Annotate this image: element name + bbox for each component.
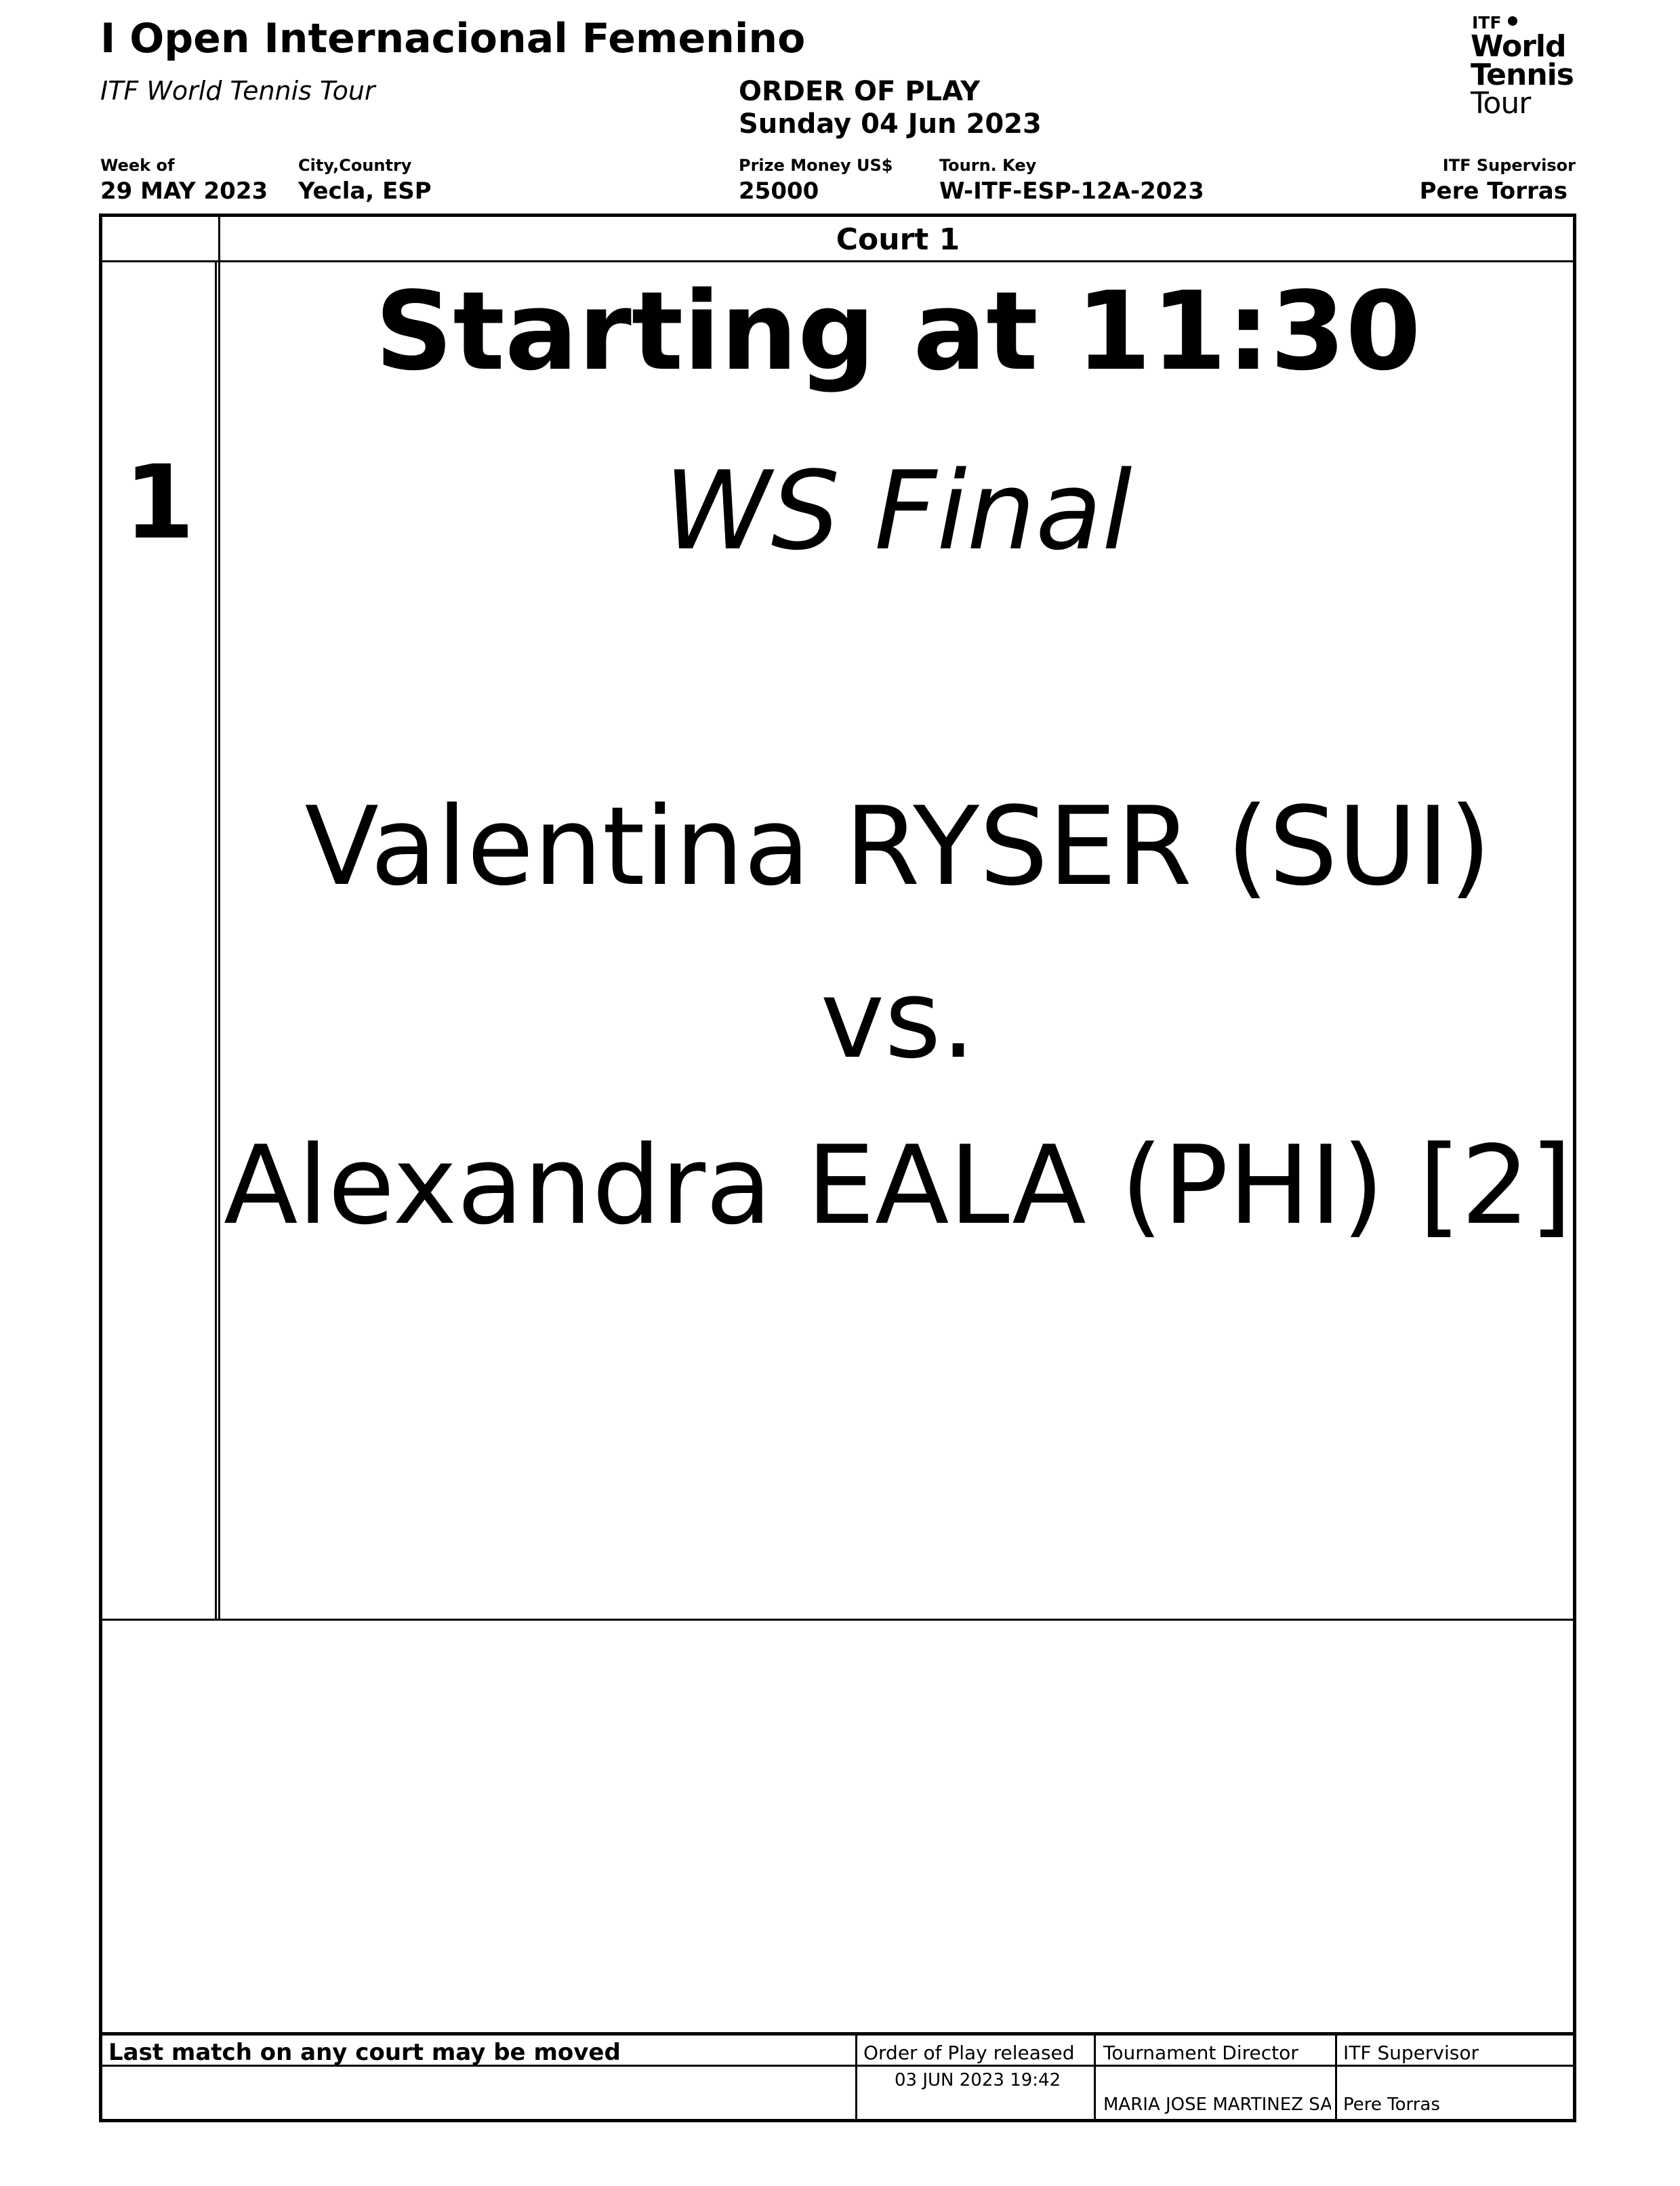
logo-line-3: Tour xyxy=(1471,86,1531,121)
tournament-title: I Open Internacional Femenino xyxy=(100,15,806,62)
logo-line-1: World xyxy=(1471,29,1566,64)
itf-supervisor-label: ITF Supervisor xyxy=(1343,2042,1479,2064)
tournament-director-value: MARIA JOSE MARTINEZ SANCHEZ xyxy=(1103,2094,1331,2115)
tourn-key-label: Tourn. Key xyxy=(939,156,1037,175)
footer-col-divider-3 xyxy=(1335,2032,1337,2122)
prize-label: Prize Money US$ xyxy=(739,156,893,175)
start-time: Starting at 11:30 xyxy=(375,268,1421,394)
order-of-play-date: Sunday 04 Jun 2023 xyxy=(739,108,1042,140)
match-slot-bottom-divider xyxy=(99,1619,1576,1621)
footer-col-divider-1 xyxy=(855,2032,857,2122)
tour-subtitle: ITF World Tennis Tour xyxy=(100,76,375,106)
week-label: Week of xyxy=(100,156,175,175)
itf-world-tennis-tour-logo: ITF World Tennis Tour xyxy=(1467,8,1589,121)
tennis-ball-icon xyxy=(1508,16,1517,26)
player-1: Valentina RYSER (SUI) xyxy=(304,783,1492,910)
city-label: City,Country xyxy=(298,156,412,175)
court-header-divider xyxy=(99,260,1576,262)
prize-value: 25000 xyxy=(739,178,819,205)
footer-table xyxy=(99,2032,1576,2122)
footer-col-divider-2 xyxy=(1094,2032,1096,2122)
logo-itf-text: ITF xyxy=(1472,13,1502,33)
supervisor-label: ITF Supervisor xyxy=(1442,156,1576,175)
order-of-play-label: ORDER OF PLAY xyxy=(739,76,981,107)
player-2: Alexandra EALA (PHI) [2] xyxy=(224,1122,1572,1249)
match-number: 1 xyxy=(123,444,195,562)
logo-line-2: Tennis xyxy=(1471,58,1574,92)
footer-note: Last match on any court may be moved xyxy=(108,2039,621,2066)
itf-supervisor-value: Pere Torras xyxy=(1343,2094,1440,2115)
released-value: 03 JUN 2023 19:42 xyxy=(895,2070,1061,2090)
city-value: Yecla, ESP xyxy=(298,178,432,205)
footer-row-divider xyxy=(99,2065,1576,2067)
week-value: 29 MAY 2023 xyxy=(100,178,268,205)
match-number-divider xyxy=(218,214,220,1620)
match-round: WS Final xyxy=(663,447,1132,574)
supervisor-value: Pere Torras xyxy=(1419,178,1568,205)
tourn-key-value: W-ITF-ESP-12A-2023 xyxy=(939,178,1204,205)
versus-label: vs. xyxy=(820,956,976,1082)
match-number-inner-divider xyxy=(215,260,217,1620)
court-name: Court 1 xyxy=(836,222,960,257)
released-label: Order of Play released xyxy=(863,2042,1075,2064)
tournament-director-label: Tournament Director xyxy=(1103,2042,1298,2064)
